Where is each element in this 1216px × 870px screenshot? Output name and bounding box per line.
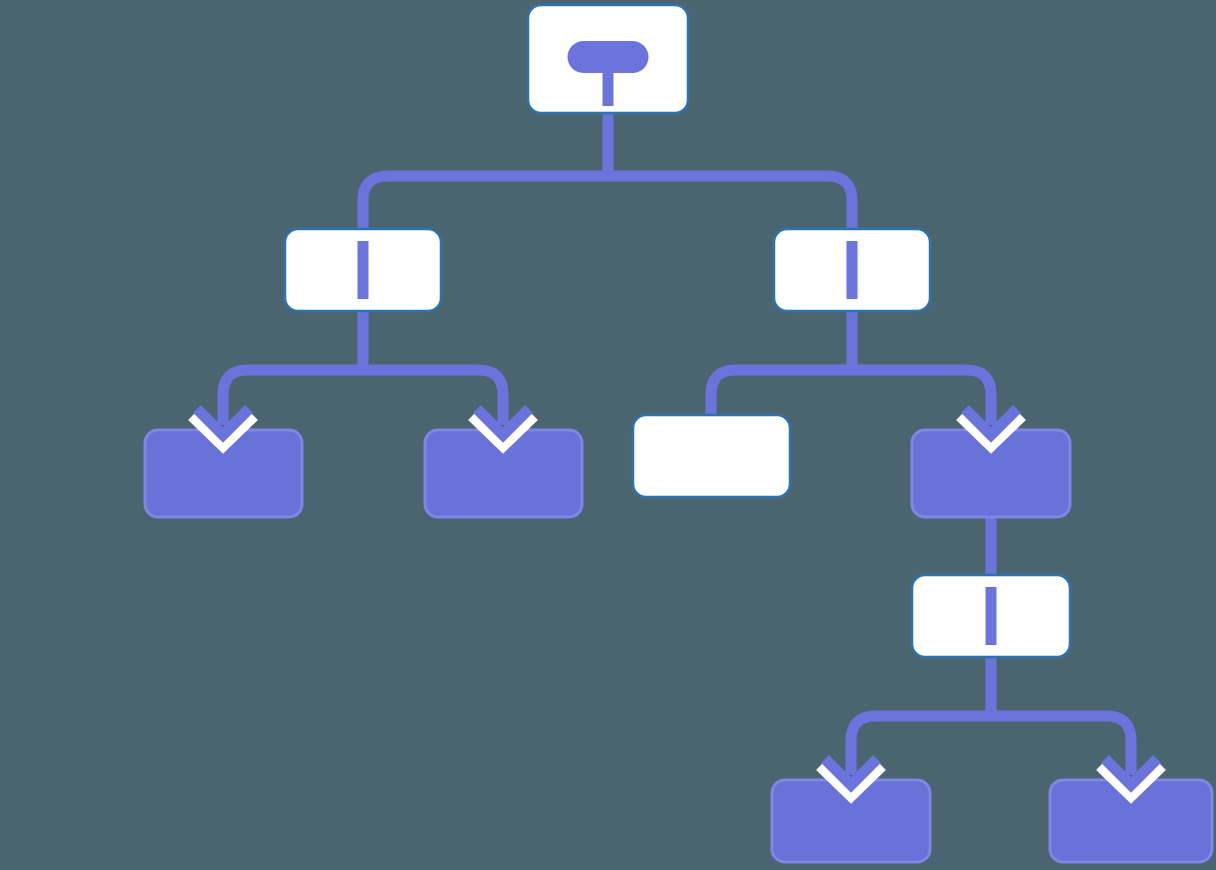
root-pill-stem-glyph (602, 69, 614, 106)
connector-split-top (357, 170, 858, 232)
connector-split-right (705, 364, 997, 425)
arrowhead-leaf-3-purple-chevron-icon (961, 405, 1021, 443)
connector-split-left (217, 364, 509, 425)
arrowhead-leaf-4-purple-chevron-icon (821, 755, 881, 793)
arrowhead-leaf-1-purple-chevron-icon (193, 405, 253, 443)
branch-line-glyph (985, 587, 997, 645)
arrowhead-leaf-4-white-chevron-icon (816, 759, 886, 804)
branch-line-glyph (357, 241, 369, 299)
root-pill-glyph (567, 41, 649, 73)
arrowhead-leaf-2-purple-chevron-icon (473, 405, 533, 443)
child-node-plain[interactable] (631, 413, 792, 499)
arrowhead-leaf-5-white-chevron-icon (1096, 759, 1166, 804)
arrowhead-leaf-1-white-chevron-icon (188, 409, 258, 454)
connector-split-bottom (845, 710, 1137, 775)
arrowhead-leaf-5-purple-chevron-icon (1101, 755, 1161, 793)
branch-line-glyph (846, 241, 858, 299)
arrowhead-leaf-2-white-chevron-icon (468, 409, 538, 454)
arrowhead-leaf-3-white-chevron-icon (956, 409, 1026, 454)
